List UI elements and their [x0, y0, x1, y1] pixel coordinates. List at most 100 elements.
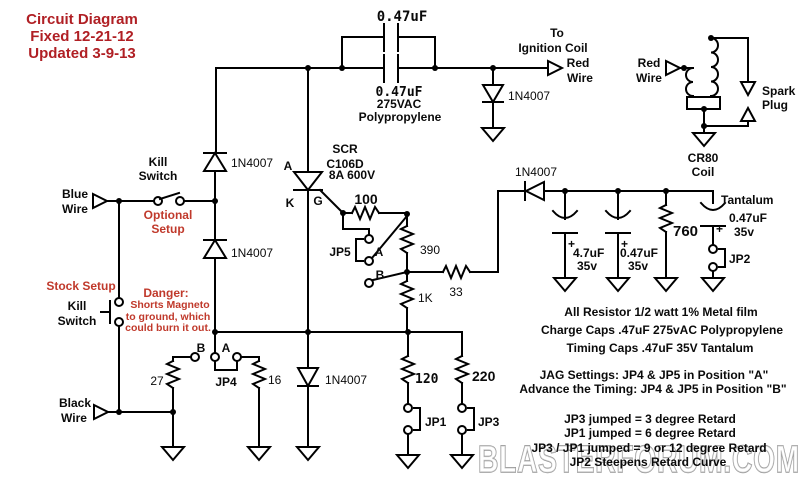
danger-line2: to ground, which: [126, 311, 211, 323]
diode-kill-upper-label: 1N4007: [231, 156, 273, 170]
black-wire-label2: Wire: [61, 411, 87, 425]
optional-setup-note1: Optional: [144, 208, 193, 222]
scr-gate-label: G: [313, 194, 322, 208]
jp2-bracket: [718, 248, 726, 268]
jp4-label: JP4: [215, 375, 237, 389]
output-wire2: Wire: [567, 71, 593, 85]
cap1-plus: +: [568, 237, 575, 251]
resistor-1k: [398, 279, 416, 310]
resistor-1k-label: 1K: [418, 291, 433, 305]
labels: Circuit Diagram Fixed 12-21-12 Updated 3…: [26, 9, 796, 469]
output-arrow: [547, 59, 565, 77]
blue-wire-label1: Blue: [62, 187, 88, 201]
kill-stock-label2: Switch: [58, 314, 97, 328]
jp5-a-label: A: [375, 245, 384, 259]
coil-name2: Coil: [692, 165, 715, 179]
coil-name1: CR80: [688, 151, 719, 165]
scr-rating: 8A 600V: [329, 168, 375, 182]
timing-cap-plates: [552, 225, 726, 234]
resistor-120: [399, 354, 417, 385]
danger-line3: could burn it out.: [125, 322, 211, 334]
note-jp1: JP1 jumped = 6 degree Retard: [564, 426, 736, 440]
ground-symbols: [159, 127, 727, 470]
scr-cathode-label: K: [286, 196, 295, 210]
cap3-type: Tantalum: [721, 193, 773, 207]
jp1-bracket: [413, 407, 421, 431]
note-jp3: JP3 jumped = 3 degree Retard: [564, 412, 736, 426]
resistor-33: [441, 263, 472, 281]
cap3-plus: +: [716, 222, 723, 236]
charge-cap-top: [383, 23, 399, 52]
blue-wire-label2: Wire: [62, 202, 88, 216]
spark-plug-label2: Plug: [762, 98, 788, 112]
charge-cap-main-value: 0.47uF: [376, 85, 423, 100]
cap2-plus: +: [621, 237, 628, 251]
charge-cap-top-value: 0.47uF: [377, 9, 428, 25]
resistor-27-label: 27: [150, 374, 164, 388]
wires: [106, 36, 749, 456]
kill-switch-optional-symbol: [153, 191, 185, 206]
resistors-symbols: [164, 203, 675, 390]
blue-wire-arrow: [92, 192, 110, 210]
jp4-b-label: B: [197, 341, 206, 355]
stock-setup-note: Stock Setup: [46, 279, 115, 293]
red-wire-arrow: [665, 59, 683, 77]
resistor-16-label: 16: [268, 373, 282, 387]
resistor-16: [250, 359, 268, 390]
note-resistors: All Resistor 1/2 watt 1% Metal film: [564, 305, 757, 319]
jp4-bracket: [214, 361, 238, 371]
resistor-120-label: 120: [415, 372, 439, 387]
coil-in2: Wire: [636, 71, 662, 85]
spark-plug-label1: Spark: [762, 84, 796, 98]
kill-optional-label1: Kill: [149, 155, 168, 169]
cap1-voltage: 35v: [577, 259, 597, 273]
title-line1: Circuit Diagram: [26, 11, 138, 28]
spark-plug-arrow-up: [739, 105, 757, 122]
diode-charge: [523, 180, 545, 202]
charge-cap-main-type: Polypropylene: [359, 110, 442, 124]
junction-dots: [116, 35, 714, 415]
resistor-220: [453, 354, 471, 385]
scr-anode-label: A: [284, 159, 293, 173]
resistor-390: [398, 224, 416, 255]
diode-output-label: 1N4007: [508, 89, 550, 103]
cap2-voltage: 35v: [628, 259, 648, 273]
scr-title: SCR: [332, 142, 358, 156]
diode-symbols: [202, 84, 545, 389]
diode-bottom-label: 1N4007: [325, 373, 367, 387]
cap3-value: 0.47uF: [729, 211, 767, 225]
diode-kill-upper: [202, 151, 228, 172]
diode-kill-lower-label: 1N4007: [231, 246, 273, 260]
timing-cap-arcs: [551, 201, 727, 219]
cap2-value: 0.47uF: [620, 246, 658, 260]
resistor-33-label: 33: [449, 285, 463, 299]
title-line3: Updated 3-9-13: [28, 45, 136, 62]
resistor-390-label: 390: [420, 243, 440, 257]
note-charge-caps: Charge Caps .47uF 275vAC Polypropylene: [541, 323, 783, 337]
black-wire-arrow: [93, 403, 111, 421]
note-timing-caps: Timing Caps .47uF 35V Tantalum: [567, 341, 754, 355]
coil-in1: Red: [638, 56, 661, 70]
black-wire-label1: Black: [59, 396, 91, 410]
diode-bottom: [296, 367, 320, 389]
note-jp2: JP2 Steepens Retard Curve: [570, 455, 727, 469]
kill-stock-label1: Kill: [68, 299, 87, 313]
kill-switch-stock-symbol: [100, 297, 124, 327]
connector-arrows: [92, 59, 757, 421]
jp5-bracket: [355, 238, 364, 262]
danger-title: Danger:: [143, 286, 188, 300]
resistor-760: [657, 203, 675, 234]
charge-cap-main: [383, 54, 399, 83]
jp3-label: JP3: [478, 415, 500, 429]
resistor-760-label: 760: [673, 223, 698, 240]
jp2-label: JP2: [729, 252, 751, 266]
resistor-100-label: 100: [354, 191, 378, 207]
output-to: To: [550, 26, 564, 40]
jp5-b-label: B: [376, 268, 385, 282]
jp3-bracket: [467, 407, 475, 431]
diode-charge-label: 1N4007: [515, 165, 557, 179]
cap1-value: 4.7uF: [573, 246, 604, 260]
jp4-a-label: A: [222, 341, 231, 355]
